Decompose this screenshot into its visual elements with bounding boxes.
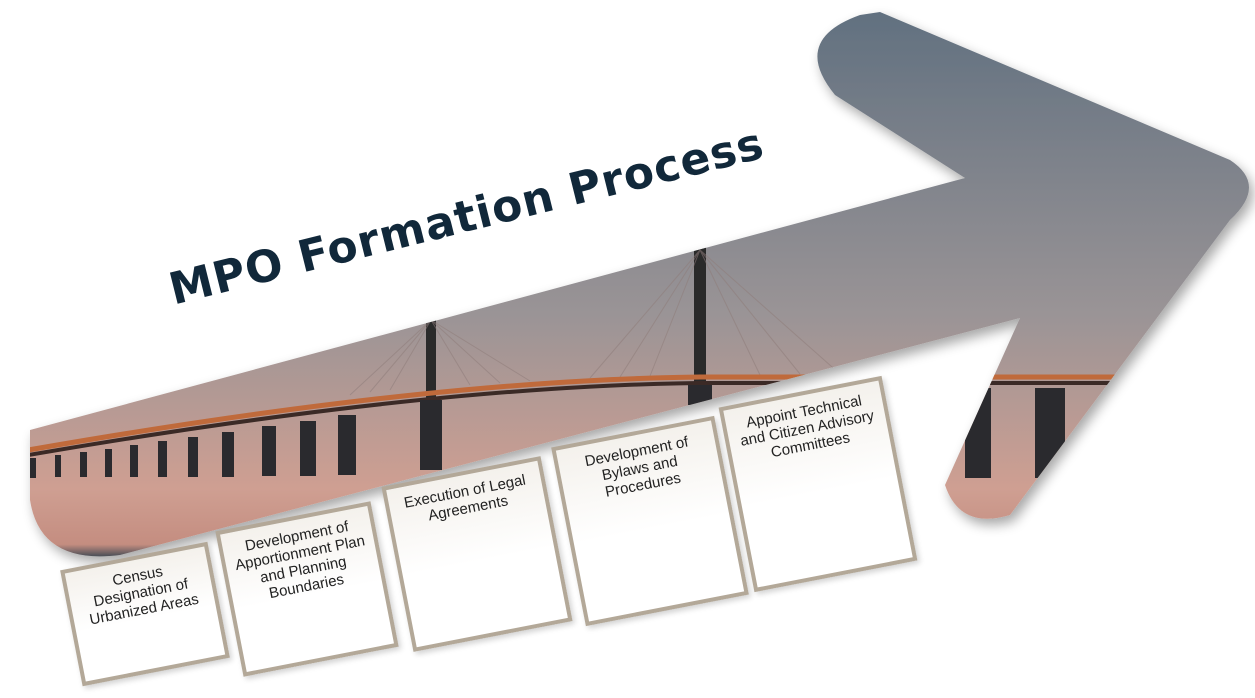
step-card-advisory-committees: Appoint Technical and Citizen Advisory C… bbox=[718, 375, 918, 593]
bridge-pylon-right bbox=[694, 245, 706, 395]
step-card-apportionment-plan: Development of Apportionment Plan and Pl… bbox=[215, 501, 399, 677]
bridge-piers bbox=[30, 385, 1065, 478]
step-card-bylaws-procedures: Development of Bylaws and Procedures bbox=[551, 415, 749, 627]
bridge-cables bbox=[349, 249, 841, 396]
bridge-deck bbox=[30, 374, 1249, 458]
step-label: Development of Apportionment Plan and Pl… bbox=[233, 518, 367, 603]
bridge-pylon-left bbox=[426, 315, 436, 465]
step-card-legal-agreements: Execution of Legal Agreements bbox=[381, 456, 573, 652]
step-label: Census Designation of Urbanized Areas bbox=[88, 563, 201, 629]
